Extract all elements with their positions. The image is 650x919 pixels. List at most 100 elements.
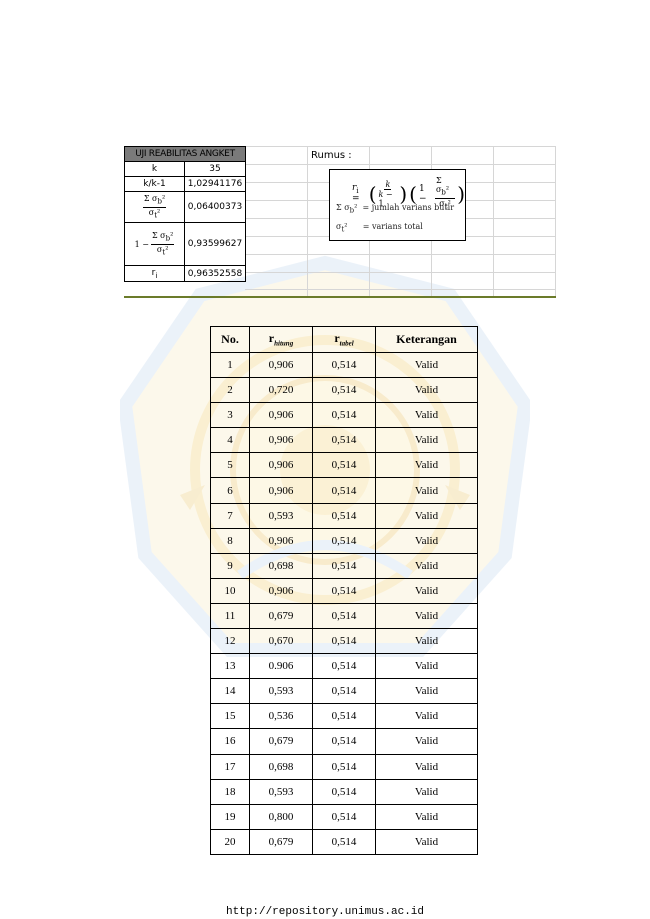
cell-no: 10 (210, 577, 250, 604)
cell-r-tabel: 0,514 (312, 653, 376, 680)
cell-no: 19 (210, 803, 250, 830)
cell-no: 18 (210, 778, 250, 805)
cell-keterangan: Valid (375, 527, 478, 554)
value-variance-ratio: 0,06400373 (184, 191, 246, 223)
cell-r-tabel: 0,514 (312, 703, 376, 730)
cell-r-hitung: 0,906 (249, 527, 313, 554)
cell-keterangan: Valid (375, 377, 478, 404)
cell-r-hitung: 0,906 (249, 577, 313, 604)
cell-keterangan: Valid (375, 427, 478, 454)
cell-r-hitung: 0,679 (249, 602, 313, 630)
reliability-sheet: UJI REABILITAS ANGKET k 35 k/k-1 1,02941… (124, 146, 556, 298)
validity-header-row: No. rhitung rtabel Keterangan (210, 326, 478, 353)
sheet-bottom-border (124, 296, 556, 298)
formula-legend-1: Σ σb² = jumlah varians butir (336, 203, 455, 215)
cell-r-hitung: 0,906 (249, 351, 313, 379)
cell-r-hitung: 0,698 (249, 753, 313, 780)
cell-keterangan: Valid (375, 703, 478, 730)
cell-no: 8 (210, 527, 250, 554)
cell-no: 1 (210, 351, 250, 379)
cell-no: 14 (210, 678, 250, 705)
cell-r-hitung: 0,536 (249, 703, 313, 730)
formula-legend-2: σt² = varians total (336, 222, 423, 234)
cell-r-hitung: 0,906 (249, 477, 313, 504)
cell-no: 12 (210, 628, 250, 655)
cell-r-hitung: 0,906 (249, 402, 313, 429)
cell-keterangan: Valid (375, 351, 478, 379)
cell-no: 16 (210, 728, 250, 755)
cell-r-hitung: 0,679 (249, 828, 313, 855)
reliability-table: UJI REABILITAS ANGKET k 35 k/k-1 1,02941… (124, 146, 246, 282)
cell-r-hitung: 0,906 (249, 427, 313, 454)
cell-r-hitung: 0,720 (249, 377, 313, 404)
cell-keterangan: Valid (375, 402, 478, 429)
cell-no: 3 (210, 402, 250, 429)
cell-keterangan: Valid (375, 803, 478, 830)
cell-keterangan: Valid (375, 477, 478, 504)
value-k: 35 (184, 161, 246, 177)
cell-no: 15 (210, 703, 250, 730)
cell-keterangan: Valid (375, 602, 478, 630)
cell-r-tabel: 0,514 (312, 753, 376, 780)
label-k-ratio: k/k-1 (124, 176, 185, 192)
cell-r-tabel: 0,514 (312, 502, 376, 529)
cell-r-tabel: 0,514 (312, 402, 376, 429)
cell-r-hitung: 0,593 (249, 678, 313, 705)
cell-keterangan: Valid (375, 452, 478, 479)
value-k-ratio: 1,02941176 (184, 176, 246, 192)
cell-r-hitung: 0,670 (249, 628, 313, 655)
cell-keterangan: Valid (375, 828, 478, 855)
cell-r-tabel: 0,514 (312, 628, 376, 655)
cell-no: 13 (210, 653, 250, 680)
cell-keterangan: Valid (375, 778, 478, 805)
cell-r-tabel: 0,514 (312, 803, 376, 830)
label-k: k (124, 161, 185, 177)
header-r-tabel: rtabel (312, 326, 376, 353)
cell-keterangan: Valid (375, 728, 478, 755)
cell-no: 6 (210, 477, 250, 504)
cell-no: 2 (210, 377, 250, 404)
cell-keterangan: Valid (375, 628, 478, 655)
cell-no: 7 (210, 502, 250, 529)
cell-keterangan: Valid (375, 502, 478, 529)
cell-no: 9 (210, 552, 250, 579)
cell-r-hitung: 0,906 (249, 452, 313, 479)
cell-r-hitung: 0,698 (249, 552, 313, 579)
cell-no: 20 (210, 828, 250, 855)
header-r-hitung: rhitung (249, 326, 313, 353)
cell-r-tabel: 0,514 (312, 377, 376, 404)
cell-r-tabel: 0,514 (312, 527, 376, 554)
cell-r-tabel: 0,514 (312, 427, 376, 454)
formula-label: Rumus : (311, 150, 352, 161)
cell-no: 17 (210, 753, 250, 780)
cell-no: 5 (210, 452, 250, 479)
cell-r-hitung: 0,679 (249, 728, 313, 755)
cell-no: 11 (210, 602, 250, 630)
cell-no: 4 (210, 427, 250, 454)
cell-r-tabel: 0,514 (312, 828, 376, 855)
cell-r-tabel: 0,514 (312, 452, 376, 479)
cell-r-tabel: 0,514 (312, 477, 376, 504)
value-one-minus: 0,93599627 (184, 222, 246, 266)
cell-keterangan: Valid (375, 552, 478, 579)
cell-r-hitung: 0,800 (249, 803, 313, 830)
